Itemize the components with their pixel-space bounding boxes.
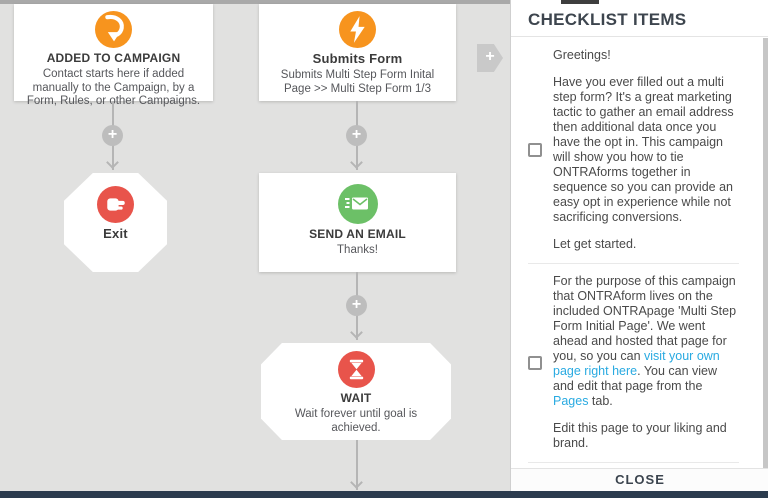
checklist-item: Greetings!Have you ever filled out a mul…: [528, 38, 739, 264]
node-title: Exit: [103, 226, 128, 241]
node-title: Submits Form: [312, 51, 403, 66]
node-wait[interactable]: WAIT Wait forever until goal is achieved…: [261, 343, 451, 440]
connector-line: [356, 440, 358, 490]
add-trigger-button[interactable]: +: [477, 44, 503, 72]
window-chrome-fragment: [561, 0, 599, 4]
bottom-bar: [0, 491, 768, 498]
checkbox[interactable]: [528, 143, 542, 157]
add-step-button[interactable]: +: [346, 295, 367, 316]
checklist-panel: CHECKLIST ITEMS Greetings!Have you ever …: [510, 0, 768, 491]
close-button[interactable]: CLOSE: [511, 468, 768, 491]
checklist-item-text: For the purpose of this campaign that ON…: [553, 274, 737, 450]
arrow-down-icon: [350, 476, 363, 489]
scrollbar[interactable]: [763, 38, 768, 468]
checklist-list[interactable]: Greetings!Have you ever filled out a mul…: [511, 38, 768, 468]
campaign-canvas[interactable]: ADDED TO CAMPAIGN Contact starts here if…: [0, 0, 510, 491]
node-title: ADDED TO CAMPAIGN: [46, 51, 181, 65]
node-exit[interactable]: Exit: [64, 173, 167, 272]
checkbox[interactable]: [528, 355, 542, 370]
panel-title: CHECKLIST ITEMS: [511, 0, 768, 37]
inline-link[interactable]: Pages: [553, 394, 589, 408]
node-added-to-campaign[interactable]: ADDED TO CAMPAIGN Contact starts here if…: [14, 4, 213, 107]
added-to-campaign-icon: [95, 11, 132, 48]
checklist-item: For the purpose of this campaign that ON…: [528, 264, 739, 463]
node-title: SEND AN EMAIL: [309, 227, 406, 241]
add-step-button[interactable]: +: [346, 125, 367, 146]
hourglass-icon: [337, 351, 375, 388]
inline-link[interactable]: visit your own page right here: [553, 349, 720, 378]
node-send-an-email[interactable]: SEND AN EMAIL Thanks!: [259, 173, 456, 272]
node-description: Wait forever until goal is achieved.: [294, 408, 418, 434]
arrow-down-icon: [350, 326, 363, 339]
exit-hand-icon: [97, 186, 134, 223]
checklist-item-text: Greetings!Have you ever filled out a mul…: [553, 48, 734, 251]
arrow-down-icon: [106, 156, 119, 169]
node-title: WAIT: [340, 391, 372, 405]
lightning-bolt-icon: [339, 11, 376, 48]
node-description: Thanks!: [337, 244, 378, 256]
email-icon: [337, 184, 378, 224]
canvas-top-strip: [0, 0, 510, 4]
node-description: Submits Multi Step Form Inital Page >> M…: [280, 69, 435, 95]
add-step-button[interactable]: +: [102, 125, 123, 146]
node-submits-form[interactable]: Submits Form Submits Multi Step Form Ini…: [259, 4, 456, 101]
arrow-down-icon: [350, 156, 363, 169]
